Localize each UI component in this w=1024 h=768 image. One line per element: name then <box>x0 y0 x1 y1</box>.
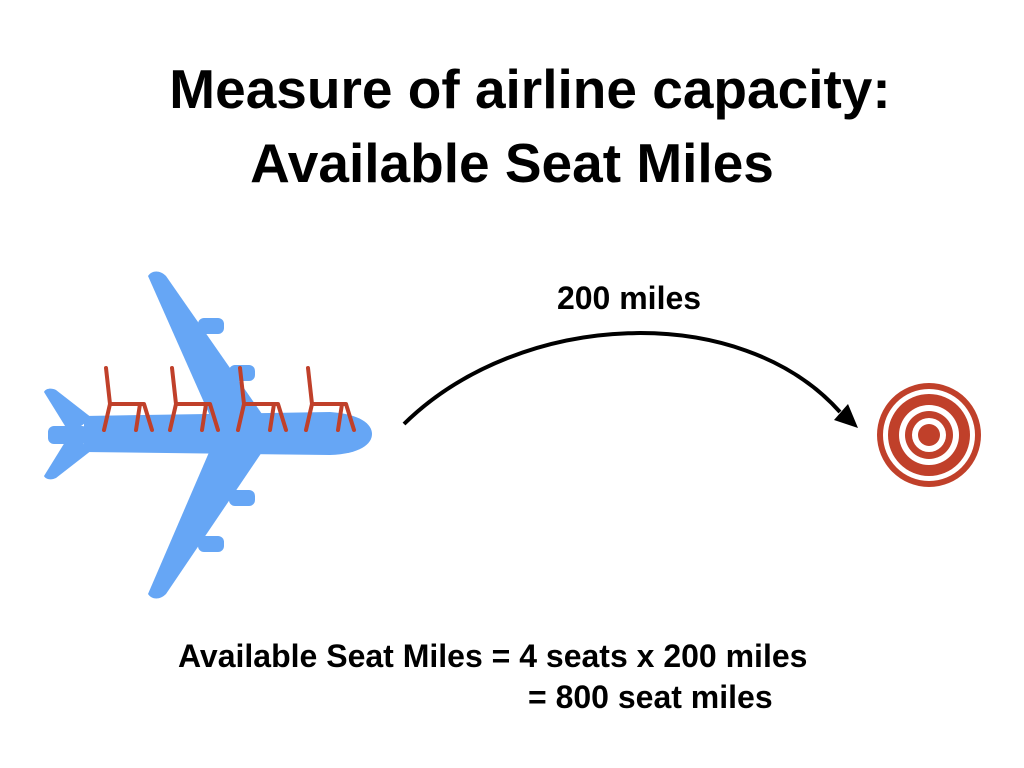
seats-group <box>102 366 356 432</box>
flight-path-arrow <box>402 331 858 428</box>
chair-icon <box>168 366 220 432</box>
airplane-icon <box>44 271 372 599</box>
formula-line-1: Available Seat Miles = 4 seats x 200 mil… <box>178 638 808 674</box>
slide-title-line-2: Available Seat Miles <box>250 132 774 194</box>
chair-icon <box>304 366 356 432</box>
formula-line-2: = 800 seat miles <box>528 679 773 715</box>
arrowhead <box>834 404 858 428</box>
target-icon <box>877 383 981 487</box>
chair-icon <box>236 366 288 432</box>
distance-label: 200 miles <box>556 280 702 316</box>
slide-title-line-1: Measure of airline capacity: <box>169 58 891 120</box>
chair-icon <box>102 366 154 432</box>
